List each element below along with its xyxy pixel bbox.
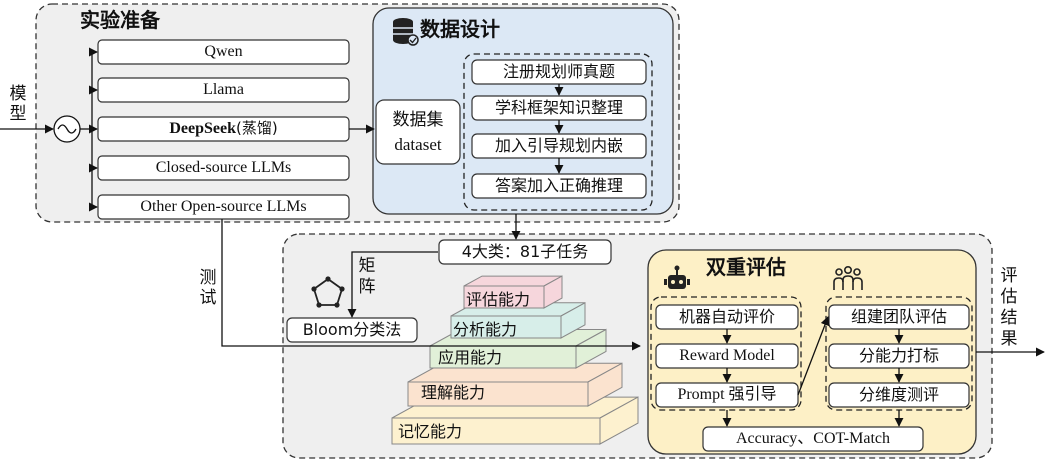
models-label-char: 型 <box>9 104 27 124</box>
dataset-label-cn: 数据集 <box>392 110 444 130</box>
models-label: 模 型 <box>8 84 28 124</box>
bloom-box <box>286 317 418 343</box>
data-step-1: 注册规划师真题 <box>502 62 615 81</box>
result-label-char: 结 <box>1000 308 1018 328</box>
eval-step-machine: 机器自动评价 <box>678 307 775 326</box>
model-label-llama: Llama <box>203 81 244 98</box>
matrix-label: 矩 阵 <box>357 256 377 298</box>
data-steps-group <box>463 53 653 211</box>
bloom-label: Bloom分类法 <box>302 320 402 339</box>
metrics-box <box>702 426 924 452</box>
deepseek-name: DeepSeek <box>169 120 236 137</box>
models-label-char: 模 <box>9 84 27 104</box>
task-box <box>438 239 612 265</box>
eval-step-reward: Reward Model <box>679 347 775 364</box>
eval-step-dimension: 分维度测评 <box>858 385 939 404</box>
model-box-closed <box>97 155 350 181</box>
result-label-char: 估 <box>1000 287 1018 307</box>
model-box-qwen <box>97 39 350 65</box>
pyramid-label-remember: 记忆能力 <box>398 422 463 441</box>
model-label-closed: Closed-source LLMs <box>155 159 292 176</box>
dataset-box <box>375 99 461 165</box>
eval-step-team: 组建团队评估 <box>850 307 947 326</box>
data-design-title: 数据设计 <box>420 17 500 41</box>
test-label-char: 测 <box>199 268 217 288</box>
team-icon <box>833 265 863 290</box>
metrics-label: Accuracy、COT-Match <box>735 430 891 447</box>
model-box-llama <box>97 77 350 103</box>
result-label-char: 果 <box>1000 329 1018 349</box>
model-box-open <box>97 194 350 220</box>
robot-icon <box>664 265 690 289</box>
dataset-label-en: dataset <box>394 135 442 154</box>
matrix-label-char: 矩 <box>358 256 376 276</box>
data-step-4: 答案加入正确推理 <box>494 176 623 195</box>
result-label-char: 评 <box>1000 266 1018 286</box>
database-icon <box>393 18 419 46</box>
dual-eval-title: 双重评估 <box>706 255 786 279</box>
pentagon-icon <box>311 276 345 308</box>
pyramid-label-understand: 理解能力 <box>421 383 486 402</box>
task-label: 4大类：81子任务 <box>461 242 589 261</box>
pyramid-slab-front-understand <box>407 381 589 407</box>
eval-step-prompt: Prompt 强引导 <box>677 386 777 403</box>
data-step-3: 加入引导规划内嵌 <box>494 136 623 155</box>
source-icon <box>53 115 81 143</box>
pyramid-slab-front-analyze <box>450 315 562 339</box>
test-label: 测 试 <box>198 268 218 308</box>
matrix-label-char: 阵 <box>358 277 376 297</box>
pyramid-label-apply: 应用能力 <box>438 348 503 367</box>
data-step-box-4 <box>471 173 647 199</box>
pyramid-label-evaluate: 评估能力 <box>466 290 531 309</box>
machine-eval-group <box>650 296 802 411</box>
eval-step-label: 分能力打标 <box>858 346 939 365</box>
model-label-deepseek: DeepSeek(蒸馏) <box>98 121 349 137</box>
model-label-open: Other Open-source LLMs <box>140 198 307 215</box>
model-label-qwen: Qwen <box>204 43 243 60</box>
prep-title: 实验准备 <box>80 8 160 32</box>
result-label: 评 估 结 果 <box>999 266 1019 350</box>
data-step-2: 学科框架知识整理 <box>494 98 623 117</box>
pyramid-label-analyze: 分析能力 <box>453 320 518 339</box>
deepseek-suffix: (蒸馏) <box>235 119 278 137</box>
connectors <box>0 47 1045 427</box>
test-label-char: 试 <box>199 288 217 308</box>
pyramid <box>391 275 639 445</box>
pyramid-slab-front-remember <box>391 417 601 445</box>
pyramid-slab-front-evaluate <box>463 285 545 309</box>
eval-step-box-dimension <box>828 382 970 408</box>
